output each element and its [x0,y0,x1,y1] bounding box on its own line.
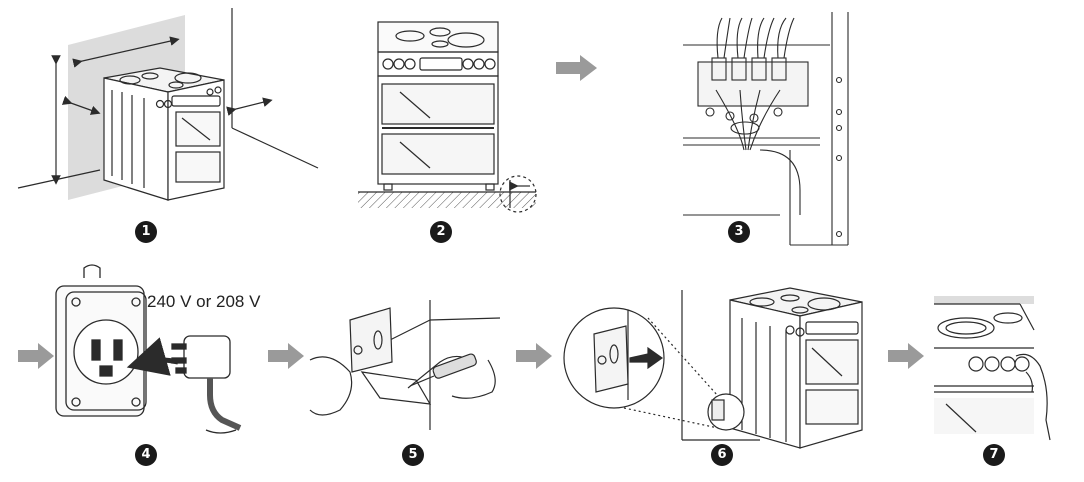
step4-receptacle-illustration [55,264,242,434]
step-number-badge: 3 [728,221,750,243]
step6-slide-range-illustration [563,287,863,449]
next-step-arrow-1 [556,55,597,81]
next-step-arrow-5 [888,343,924,369]
step2-leveling-illustration [358,21,537,213]
step-number-badge: 6 [711,444,733,466]
step-number-badge: 2 [430,221,452,243]
next-step-arrow-3 [268,343,304,369]
step1-clearance-illustration [17,8,319,201]
step5-anti-tip-bracket-illustration [309,300,501,430]
step7-control-knob-illustration [934,296,1051,441]
step-number-badge: 5 [402,444,424,466]
voltage-label: 240 V or 208 V [147,292,261,311]
step-number-badge: 4 [135,444,157,466]
step-number-badge: 7 [983,444,1005,466]
step3-wiring-illustration [683,12,849,246]
next-step-arrow-2 [18,343,54,369]
next-step-arrow-4 [516,343,552,369]
step-number-badge: 1 [135,221,157,243]
